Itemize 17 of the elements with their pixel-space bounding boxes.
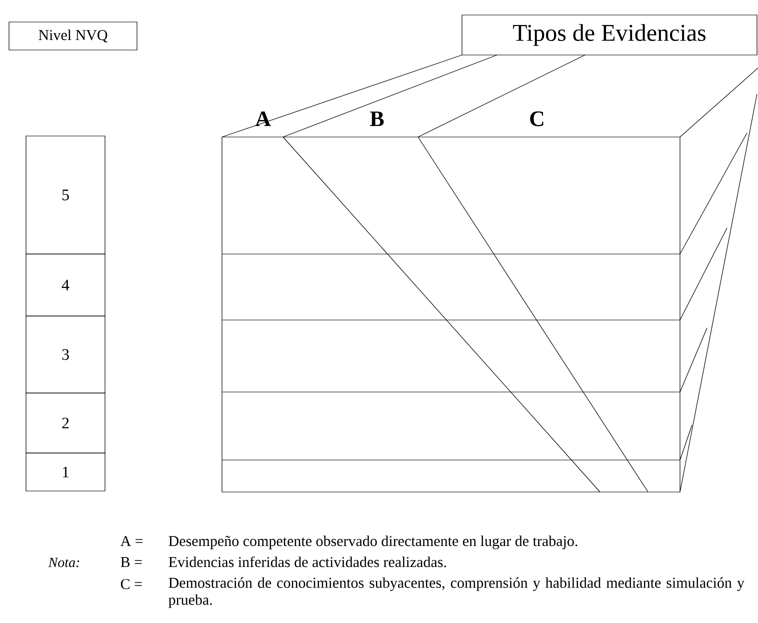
column-letter: A [255, 111, 271, 126]
note-text: Evidencias inferidas de actividades realizadas. [168, 556, 446, 568]
note-key: A = [120, 536, 143, 546]
level-box: 5 [26, 136, 106, 254]
note-text: Desempeño competente observado directamente en lugar de trabajo. [168, 536, 578, 550]
heading-box: Nivel NVQ [8, 22, 138, 50]
note-key: C = [120, 579, 142, 590]
heading-box: Tipos de Evidencias [462, 14, 758, 56]
level-box: 2 [26, 392, 106, 454]
note-heading: Nota: [48, 558, 80, 568]
column-letter: C [530, 111, 544, 126]
column-letter: B [370, 112, 384, 126]
note-text: Demostración de conocimientos subyacentes, comprensión y habilidad mediante simulación y prueba. [168, 577, 744, 608]
level-box: 1 [26, 452, 106, 492]
level-box: 3 [26, 316, 106, 394]
level-box: 4 [26, 254, 106, 316]
note-key: B = [120, 557, 142, 568]
